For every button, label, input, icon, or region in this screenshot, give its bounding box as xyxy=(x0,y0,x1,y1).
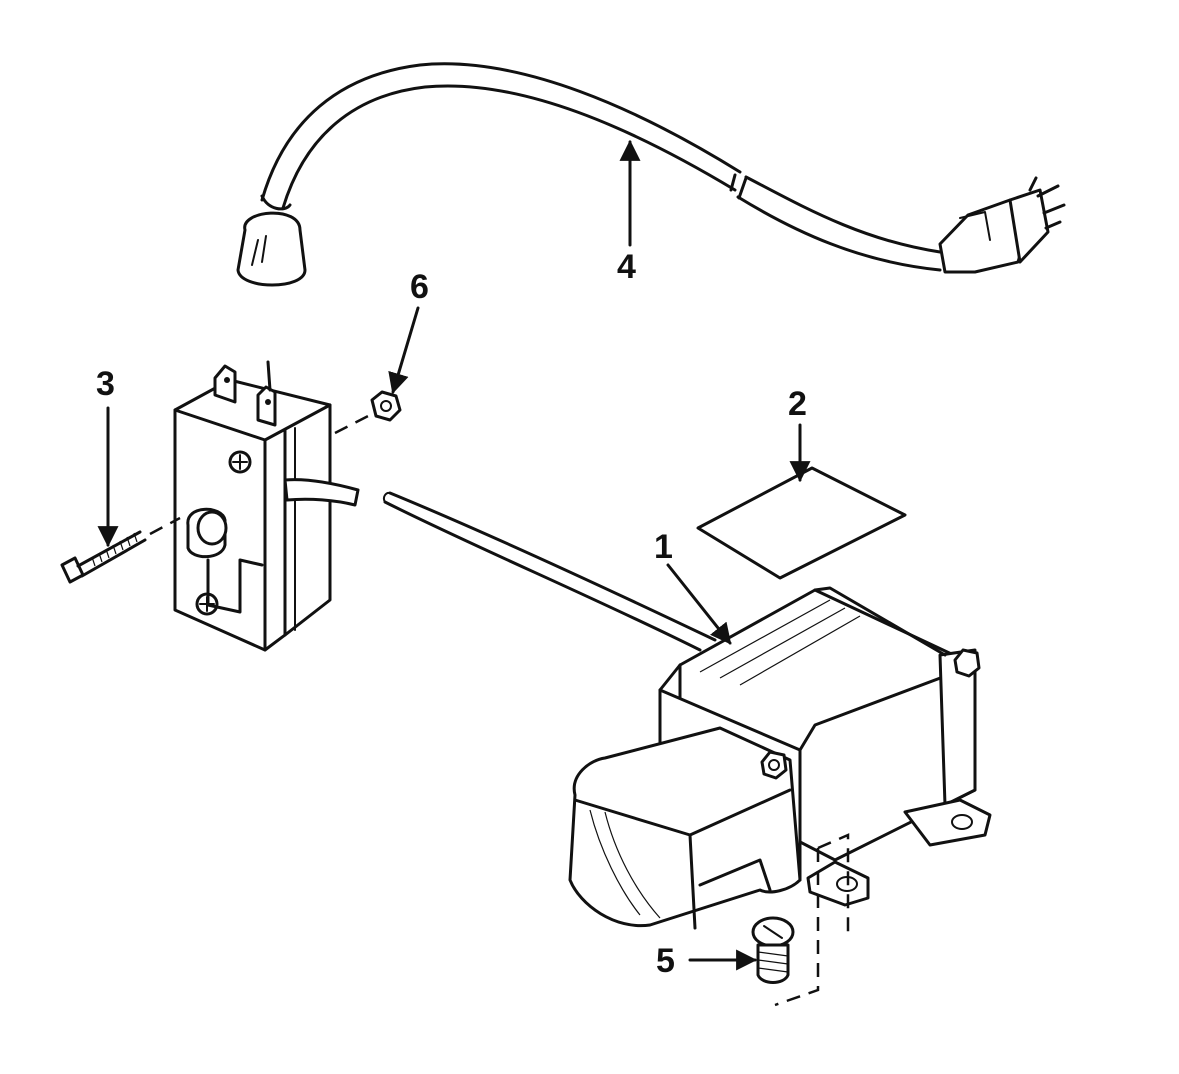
mounting-foot-left xyxy=(806,860,870,907)
mount-screw-part-5 xyxy=(751,916,795,984)
end-cap-nut xyxy=(953,648,981,678)
screw-part-3 xyxy=(60,516,181,584)
motor xyxy=(568,586,992,930)
callout-1-motor: 1 xyxy=(654,528,673,566)
power-cord xyxy=(236,62,1066,287)
leader-arrows xyxy=(97,139,811,971)
cord-socket-end xyxy=(236,194,307,287)
callout-6-nut: 6 xyxy=(410,268,429,306)
nut-part-6 xyxy=(334,390,402,435)
callout-4-cord: 4 xyxy=(617,248,636,286)
switch-screw-top xyxy=(228,450,252,474)
callout-2-label-plate: 2 xyxy=(788,385,807,423)
switch-assembly xyxy=(173,360,360,652)
label-plate xyxy=(696,466,907,580)
motor-nut xyxy=(760,750,788,780)
lead-wire xyxy=(382,491,717,652)
switch-plunger xyxy=(186,507,228,559)
mounting-foot-right xyxy=(903,798,992,847)
cord-plug-end xyxy=(938,176,1066,274)
callout-5-mount-screw: 5 xyxy=(656,942,675,980)
callout-3-screw: 3 xyxy=(96,365,115,403)
alignment-dashes xyxy=(774,833,850,1007)
